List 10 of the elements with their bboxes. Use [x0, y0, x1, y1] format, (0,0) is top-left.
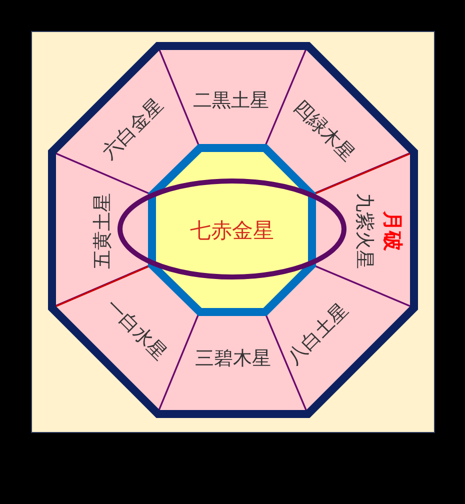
- month-break-label: 月破: [382, 210, 403, 251]
- star-label: 八白土星: [284, 300, 352, 368]
- star-label: 四緑木星: [290, 97, 358, 165]
- star-label: 三碧木星: [194, 349, 271, 368]
- star-label: 五黄土星: [93, 192, 112, 269]
- star-label: 九紫火星: [354, 192, 374, 269]
- star-label: 六白金星: [99, 95, 167, 163]
- star-label: 一白水星: [102, 296, 170, 364]
- center-label: 七赤金星: [190, 220, 274, 242]
- star-label: 二黒土星: [192, 91, 269, 110]
